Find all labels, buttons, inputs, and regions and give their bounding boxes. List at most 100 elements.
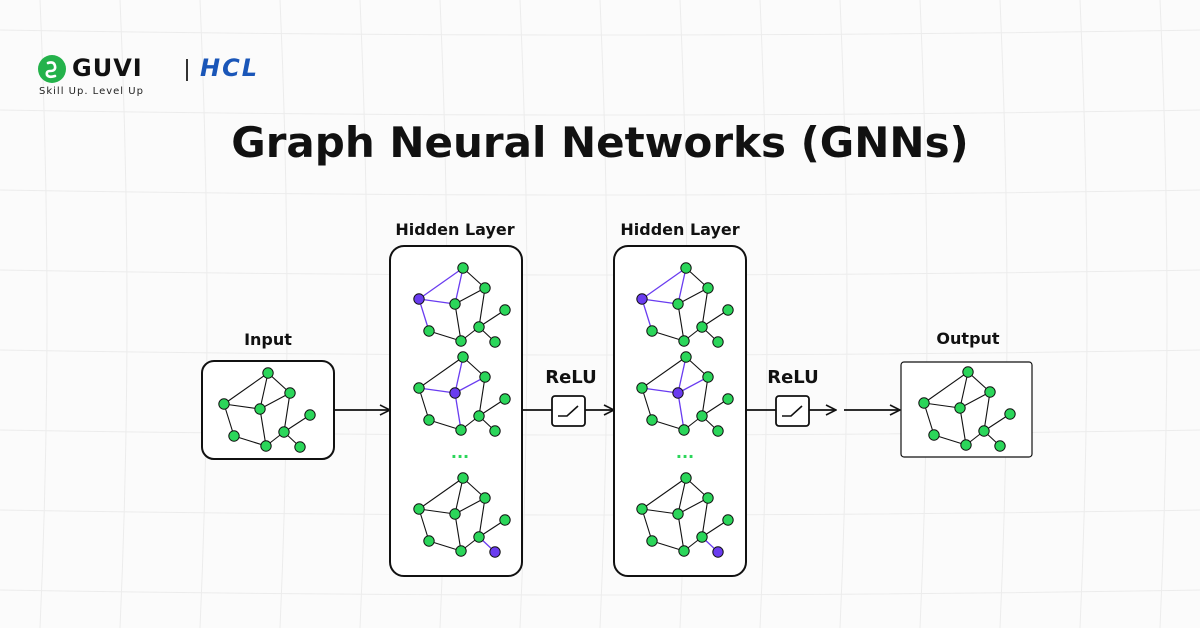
- graph-node: [479, 282, 491, 294]
- ellipsis-hidden-1: ...: [451, 443, 469, 462]
- graph-edge: [641, 356, 687, 389]
- grid-line: [359, 0, 368, 628]
- graph-node: [722, 514, 734, 526]
- highlighted-edge: [454, 356, 464, 394]
- highlighted-node: [449, 387, 461, 399]
- relu-2-box: [775, 395, 810, 427]
- graph-edge: [677, 303, 685, 342]
- graph-node: [722, 393, 734, 405]
- highlighted-node: [413, 293, 425, 305]
- logo-divider: [186, 59, 188, 81]
- graph-edge: [701, 287, 709, 328]
- graph-node: [696, 531, 708, 543]
- graph-node: [994, 440, 1006, 452]
- relu-2-curve-icon: [782, 405, 803, 417]
- graph-node: [262, 367, 274, 379]
- hidden-1-graph-bottom: [413, 472, 511, 558]
- highlighted-node: [672, 387, 684, 399]
- graph-edge: [454, 303, 462, 342]
- graph-node: [260, 440, 272, 452]
- guvi-logo-icon: [38, 55, 66, 83]
- grid-line: [0, 189, 1200, 196]
- grid-line: [0, 109, 1200, 116]
- label-relu-1: ReLU: [545, 367, 597, 388]
- graph-node: [449, 298, 461, 310]
- highlighted-edge: [677, 267, 687, 305]
- highlighted-edge: [641, 298, 679, 305]
- graph-edge: [923, 371, 969, 404]
- graph-node: [984, 386, 996, 398]
- graph-edge: [418, 477, 464, 510]
- hidden-2-graph-bottom: [636, 472, 734, 558]
- graph-node: [449, 508, 461, 520]
- graph-node: [499, 514, 511, 526]
- graph-edge: [454, 477, 464, 515]
- graph-node: [413, 503, 425, 515]
- graph-node: [646, 325, 658, 337]
- grid-line: [39, 0, 48, 628]
- graph-node: [960, 439, 972, 451]
- graph-node: [228, 430, 240, 442]
- graph-node: [457, 262, 469, 274]
- grid-line: [1159, 0, 1168, 628]
- graph-edge: [478, 287, 486, 328]
- graph-node: [712, 425, 724, 437]
- graph-group: [218, 262, 1016, 558]
- graph-node: [479, 371, 491, 383]
- graph-node: [646, 535, 658, 547]
- graph-edge: [223, 403, 261, 410]
- graph-node: [712, 336, 724, 348]
- graph-edge: [223, 372, 269, 405]
- grid-line: [1079, 0, 1088, 628]
- graph-edge: [983, 391, 991, 432]
- ellipsis-hidden-2: ...: [676, 443, 694, 462]
- highlighted-edge: [454, 267, 464, 305]
- graph-node: [928, 429, 940, 441]
- graph-node: [672, 298, 684, 310]
- graph-node: [1004, 408, 1016, 420]
- brand-tagline: Skill Up. Level Up: [39, 86, 144, 97]
- graph-node: [680, 472, 692, 484]
- grid-line: [279, 0, 288, 628]
- relu-1-curve-icon: [558, 405, 579, 417]
- hidden-layer-1-box: [389, 245, 523, 577]
- relu-1-box: [551, 395, 586, 427]
- graph-node: [473, 531, 485, 543]
- graph-node: [696, 321, 708, 333]
- graph-node: [702, 282, 714, 294]
- graph-edge: [259, 372, 269, 410]
- highlighted-node: [489, 546, 501, 558]
- brand-name: GUVI: [72, 54, 143, 82]
- graph-edge: [283, 392, 291, 433]
- grid-line: [919, 0, 928, 628]
- graph-edge: [701, 497, 709, 538]
- graph-node: [278, 426, 290, 438]
- graph-node: [457, 472, 469, 484]
- label-hidden-layer-1: Hidden Layer: [395, 220, 514, 239]
- input-graph: [218, 367, 316, 453]
- highlighted-edge: [641, 267, 687, 300]
- partner-name: HCL: [200, 54, 259, 82]
- graph-node: [294, 441, 306, 453]
- graph-node: [304, 409, 316, 421]
- highlighted-edge: [454, 392, 462, 431]
- graph-node: [254, 403, 266, 415]
- highlighted-edge: [641, 387, 679, 394]
- graph-node: [678, 545, 690, 557]
- label-relu-2: ReLU: [767, 367, 819, 388]
- graph-node: [479, 492, 491, 504]
- grid-line: [759, 0, 768, 628]
- grid-line: [599, 0, 608, 628]
- label-output: Output: [936, 329, 999, 348]
- graph-edge: [418, 508, 456, 515]
- graph-edge: [677, 513, 685, 552]
- grid-line: [839, 0, 848, 628]
- graph-edge: [478, 497, 486, 538]
- graph-edge: [923, 402, 961, 409]
- graph-node: [218, 398, 230, 410]
- graph-node: [962, 366, 974, 378]
- graph-node: [646, 414, 658, 426]
